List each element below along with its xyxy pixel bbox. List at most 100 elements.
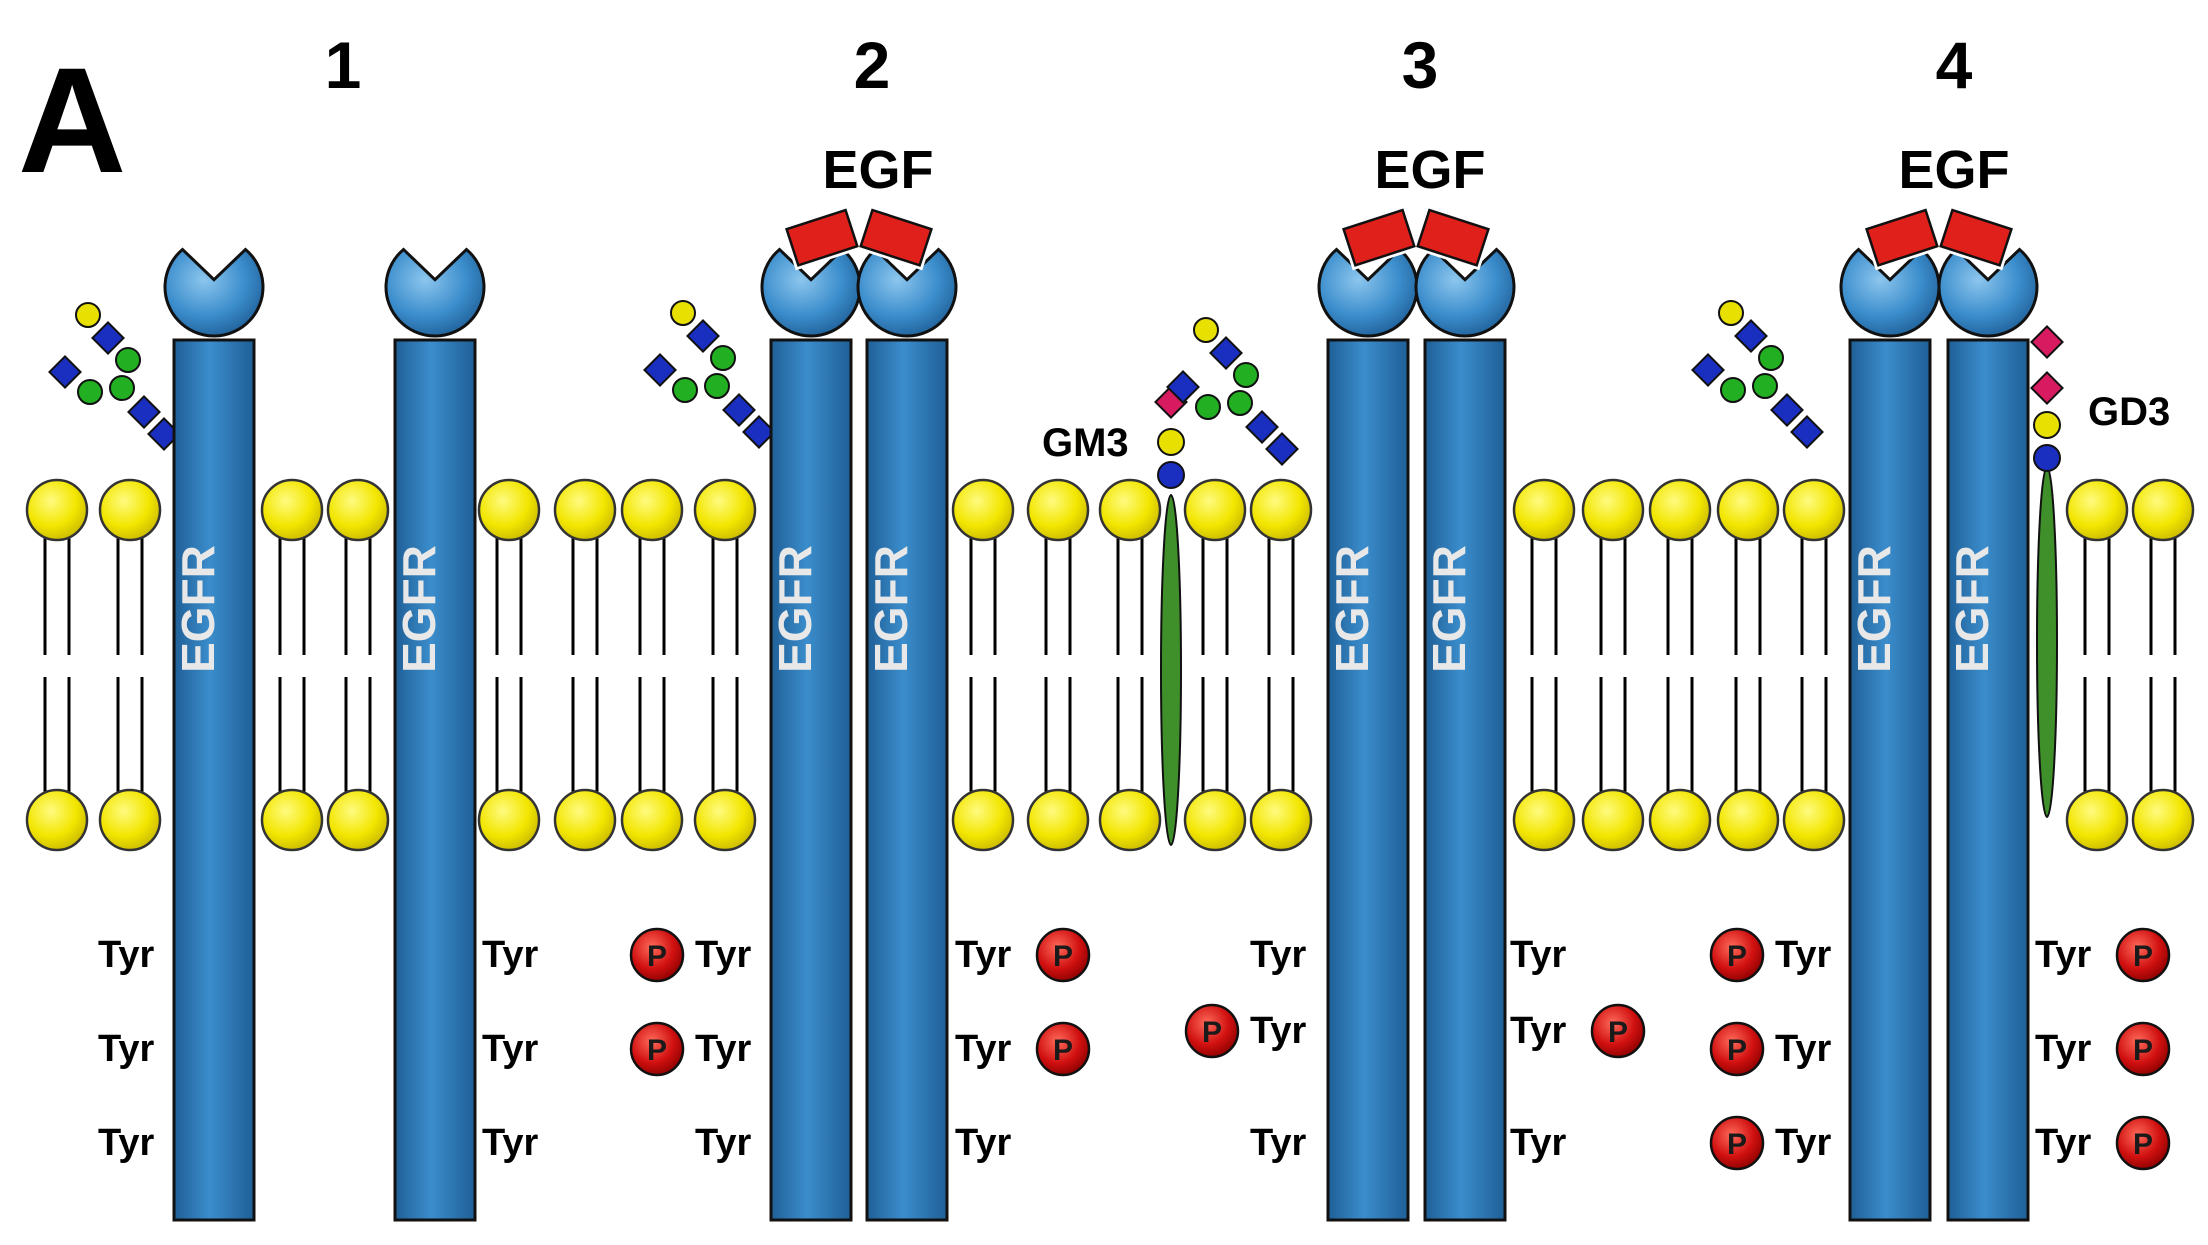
glycan-green xyxy=(704,373,730,399)
glycan-green xyxy=(1233,362,1259,388)
phosphate-label: P xyxy=(1608,1016,1628,1049)
lipid-head-inner xyxy=(1183,788,1247,852)
receptor-column xyxy=(865,338,949,1222)
phosphate-group: P xyxy=(1590,1003,1646,1059)
ganglioside-gd3 xyxy=(2030,325,2064,818)
lipid-19 xyxy=(2065,478,2129,852)
lipid-head-inner xyxy=(25,788,89,852)
ligand-binding-domain xyxy=(856,247,958,338)
receptor-label: EGFR xyxy=(172,545,224,673)
glycan-blue xyxy=(48,355,82,389)
receptor-column xyxy=(393,338,477,1222)
receptor-label: EGFR xyxy=(1848,545,1900,673)
phosphate-label: P xyxy=(1727,1128,1747,1161)
phosphate-group: P xyxy=(629,1021,685,1077)
lipid-3 xyxy=(260,478,324,852)
egfr-receptor-7: EGFR xyxy=(1839,247,1941,1222)
glycan-blue xyxy=(722,393,756,427)
lipid-head-outer xyxy=(326,478,390,542)
glycan-yellow xyxy=(1193,317,1219,343)
ganglioside-gm3 xyxy=(1154,385,1188,846)
lipid-head-inner xyxy=(553,788,617,852)
phosphate-circle xyxy=(1035,927,1091,983)
lipid-head-inner xyxy=(326,788,390,852)
state-number-2: 2 xyxy=(854,28,891,102)
phosphate-group: P xyxy=(1709,1021,1765,1077)
lipid-head-outer xyxy=(1249,478,1313,542)
lipid-head-outer xyxy=(25,478,89,542)
sialic-acid-pink xyxy=(2030,371,2064,405)
lipid-head-inner xyxy=(1098,788,1162,852)
receptor-label: EGFR xyxy=(393,545,445,673)
ligand-label-2: EGF xyxy=(822,140,933,200)
tyr-label: Tyr xyxy=(98,1028,155,1070)
lipid-11 xyxy=(1098,478,1162,852)
receptor-column xyxy=(1423,338,1507,1222)
lipid-head-inner xyxy=(1648,788,1712,852)
tyr-label: Tyr xyxy=(2035,1028,2092,1070)
phosphate-group: P xyxy=(1035,1021,1091,1077)
glycan-yellow xyxy=(1157,428,1185,456)
lipid-head-outer xyxy=(1648,478,1712,542)
phosphate-group: P xyxy=(2115,1021,2171,1077)
ceramide-tail xyxy=(1160,494,1182,846)
receptor-column xyxy=(769,338,853,1222)
glycan-green xyxy=(1720,377,1746,403)
phosphate-group: P xyxy=(1035,927,1091,983)
egf-ligand-1 xyxy=(781,205,937,271)
tyr-label: Tyr xyxy=(955,934,1012,976)
lipid-5 xyxy=(477,478,541,852)
lipid-head-inner xyxy=(1249,788,1313,852)
phosphate-label: P xyxy=(1727,940,1747,973)
glycan-chain-3 xyxy=(1166,317,1299,466)
glycan-green xyxy=(115,347,141,373)
lipid-13 xyxy=(1249,478,1313,852)
phosphate-circle xyxy=(629,1021,685,1077)
lipid-10 xyxy=(1026,478,1090,852)
tyr-label: Tyr xyxy=(98,1122,155,1164)
phosphate-label: P xyxy=(1202,1016,1222,1049)
tyr-label: Tyr xyxy=(695,934,752,976)
lipid-head-outer xyxy=(1098,478,1162,542)
phosphate-label: P xyxy=(2133,940,2153,973)
glycan-blue xyxy=(1265,432,1299,466)
lipid-head-outer xyxy=(1183,478,1247,542)
lipid-head-inner xyxy=(260,788,324,852)
phosphate-label: P xyxy=(2133,1034,2153,1067)
glycan-blue xyxy=(147,417,181,451)
egfr-receptor-5: EGFR xyxy=(1317,247,1419,1222)
receptor-label: EGFR xyxy=(1946,545,1998,673)
tyr-label: Tyr xyxy=(1250,934,1307,976)
glycan-blue xyxy=(2033,444,2061,472)
egf-ligand-2 xyxy=(1338,205,1494,271)
state-number-3: 3 xyxy=(1402,28,1439,102)
phosphate-circle xyxy=(1709,927,1765,983)
tyr-label: Tyr xyxy=(955,1122,1012,1164)
lipid-8 xyxy=(693,478,757,852)
phosphate-circle xyxy=(2115,1115,2171,1171)
lipid-head-outer xyxy=(1716,478,1780,542)
glycan-blue xyxy=(1734,319,1768,353)
glycan-chain-2 xyxy=(643,300,776,449)
glycan-blue xyxy=(91,321,125,355)
receptor-column xyxy=(1326,338,1410,1222)
receptor-column xyxy=(1946,338,2030,1222)
lipid-17 xyxy=(1716,478,1780,852)
lipid-head-outer xyxy=(693,478,757,542)
ganglioside-label-gm3: GM3 xyxy=(1042,421,1129,465)
receptor-column xyxy=(172,338,256,1222)
receptor-column xyxy=(1848,338,1932,1222)
tyr-label: Tyr xyxy=(1510,1010,1567,1052)
ligand-block-left xyxy=(1865,208,1939,267)
phosphate-label: P xyxy=(1053,940,1073,973)
lipid-head-outer xyxy=(620,478,684,542)
lipid-head-inner xyxy=(951,788,1015,852)
receptor-label: EGFR xyxy=(769,545,821,673)
egfr-receptor-1: EGFR xyxy=(163,247,265,1222)
lipid-9 xyxy=(951,478,1015,852)
